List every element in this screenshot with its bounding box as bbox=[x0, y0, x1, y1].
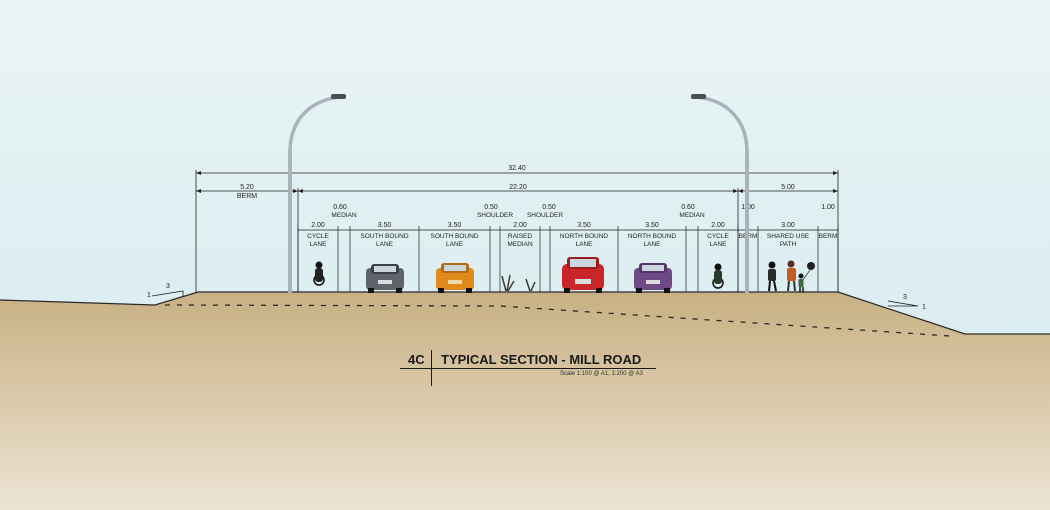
ground bbox=[0, 292, 1050, 510]
lane-label-raised-median: MEDIAN bbox=[507, 241, 533, 248]
lane-label-berm-right: BERM bbox=[819, 233, 838, 240]
lane-width-median-right: 0.60 bbox=[681, 204, 695, 211]
lane-width-berm-right: 1.00 bbox=[821, 204, 835, 211]
berm-left-label: BERM bbox=[237, 193, 257, 200]
lane-label-shared-use-path: PATH bbox=[780, 241, 797, 248]
slope-indicator-left: 3 1 bbox=[147, 283, 184, 299]
section-title: TYPICAL SECTION - MILL ROAD bbox=[441, 352, 642, 367]
cyclist-right bbox=[712, 263, 724, 289]
lane-width-north-bound-lane-1: 3.50 bbox=[577, 222, 591, 229]
svg-text:3: 3 bbox=[903, 294, 907, 301]
lane-width-cycle-lane-left: 2.00 bbox=[311, 222, 325, 229]
lane-label-north-bound-lane-2: LANE bbox=[644, 241, 662, 248]
car-purple bbox=[634, 263, 672, 293]
lane-width-south-bound-lane-1: 3.50 bbox=[378, 222, 392, 229]
lane-label-shoulder-left: SHOULDER bbox=[477, 212, 513, 219]
lane-label-median-left: MEDIAN bbox=[331, 212, 357, 219]
car-red bbox=[562, 257, 604, 293]
lane-label-cycle-lane-left: LANE bbox=[310, 241, 328, 248]
berm-left-width-label: 5.20 bbox=[240, 184, 254, 191]
lane-label-cycle-lane-left: CYCLE bbox=[307, 233, 329, 240]
existing-ground-line bbox=[164, 304, 951, 337]
lane-width-north-bound-lane-2: 3.50 bbox=[645, 222, 659, 229]
pedestrian-2 bbox=[787, 260, 796, 292]
street-light-left bbox=[288, 94, 346, 293]
street-light-right bbox=[691, 94, 749, 293]
lane-label-cycle-lane-right: CYCLE bbox=[707, 233, 729, 240]
lane-width-south-bound-lane-2: 3.50 bbox=[448, 222, 462, 229]
lane-width-raised-median: 2.00 bbox=[513, 222, 527, 229]
cyclist-left bbox=[313, 261, 325, 286]
lane-label-raised-median: RAISED bbox=[508, 233, 533, 240]
lane-label-north-bound-lane-2: NORTH BOUND bbox=[628, 233, 677, 240]
lane-width-cycle-lane-right: 2.00 bbox=[711, 222, 725, 229]
car-grey bbox=[366, 264, 404, 293]
pedestrian-1 bbox=[768, 261, 777, 292]
lane-label-shoulder-right: SHOULDER bbox=[527, 212, 563, 219]
lane-label-south-bound-lane-2: SOUTH BOUND bbox=[430, 233, 478, 240]
svg-text:3: 3 bbox=[166, 283, 170, 290]
ground-profile-line bbox=[0, 291, 1050, 335]
lane-label-shared-use-path: SHARED USE bbox=[767, 233, 810, 240]
lane-label-south-bound-lane-1: LANE bbox=[376, 241, 394, 248]
lane-label-south-bound-lane-1: SOUTH BOUND bbox=[360, 233, 408, 240]
right-width-label: 5.00 bbox=[781, 184, 795, 191]
section-code: 4C bbox=[408, 352, 425, 367]
road-width-label: 22.20 bbox=[509, 184, 527, 191]
lane-width-shoulder-right: 0.50 bbox=[542, 204, 556, 211]
title-divider bbox=[431, 350, 432, 386]
svg-text:1: 1 bbox=[922, 304, 926, 311]
lane-label-north-bound-lane-1: LANE bbox=[576, 241, 594, 248]
section-title-block: 4C TYPICAL SECTION - MILL ROAD Scale 1:1… bbox=[400, 350, 670, 390]
lane-width-median-left: 0.60 bbox=[333, 204, 347, 211]
child-with-balloon bbox=[798, 262, 815, 292]
lane-label-north-bound-lane-1: NORTH BOUND bbox=[560, 233, 609, 240]
lane-width-shoulder-left: 0.50 bbox=[484, 204, 498, 211]
slope-indicator-right: 3 1 bbox=[887, 294, 926, 311]
car-orange bbox=[436, 263, 474, 293]
lane-width-shared-use-path: 3.00 bbox=[781, 222, 795, 229]
lane-label-south-bound-lane-2: LANE bbox=[446, 241, 464, 248]
lane-label-cycle-lane-right: LANE bbox=[710, 241, 728, 248]
title-underline bbox=[400, 368, 656, 369]
svg-text:1: 1 bbox=[147, 292, 151, 299]
median-plants bbox=[501, 274, 536, 292]
section-scale: Scale 1:100 @ A1, 1:200 @ A3 bbox=[560, 371, 643, 377]
overall-dimension-label: 32.40 bbox=[508, 165, 526, 172]
lane-label-median-right: MEDIAN bbox=[679, 212, 705, 219]
